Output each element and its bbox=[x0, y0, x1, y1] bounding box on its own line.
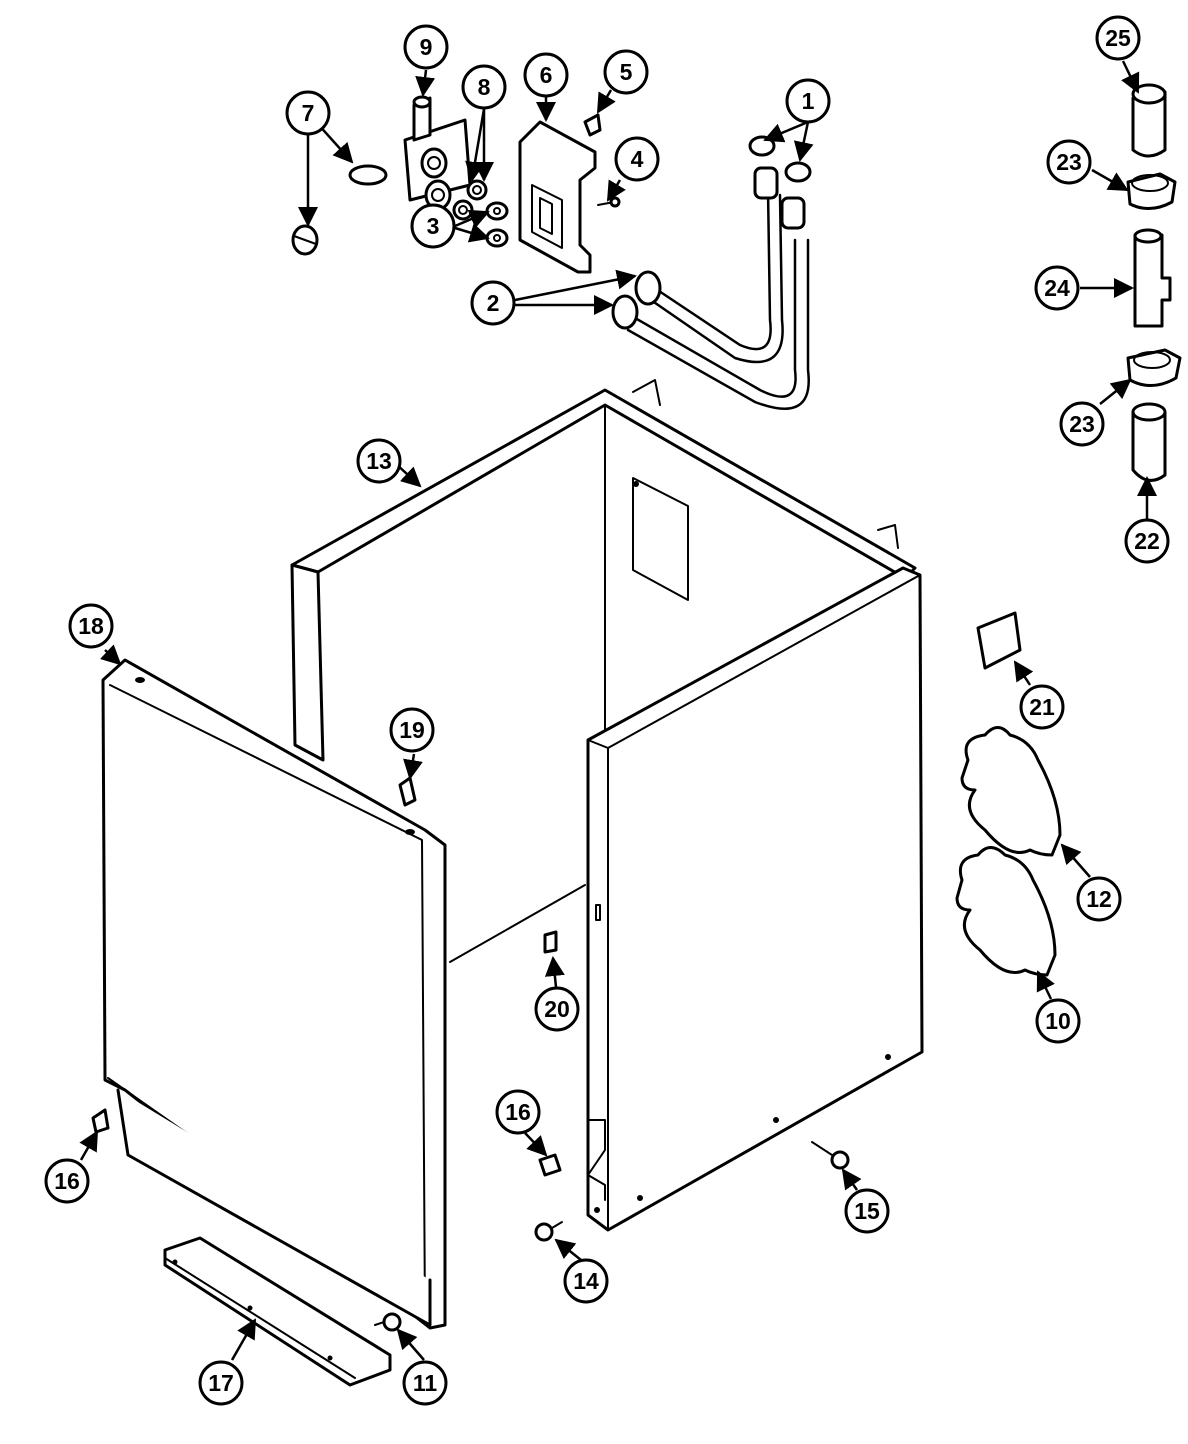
leader-lines bbox=[79, 60, 1157, 1361]
callout-label: 21 bbox=[1029, 694, 1055, 720]
callout-13: 13 bbox=[356, 438, 402, 484]
callout-24: 24 bbox=[1034, 265, 1080, 311]
callout-23b: 23 bbox=[1059, 401, 1105, 447]
callout-label: 20 bbox=[544, 996, 570, 1022]
callout-16a: 16 bbox=[44, 1158, 90, 1204]
callout-label: 23 bbox=[1056, 149, 1082, 175]
callout-23a: 23 bbox=[1046, 139, 1092, 185]
callout-label: 2 bbox=[487, 290, 500, 316]
callout-label: 15 bbox=[854, 1198, 880, 1224]
callout-label: 8 bbox=[478, 74, 491, 100]
callout-6: 6 bbox=[523, 52, 569, 98]
callout-label: 14 bbox=[573, 1268, 599, 1294]
callout-11: 11 bbox=[402, 1360, 448, 1406]
callout-17: 17 bbox=[198, 1360, 244, 1406]
callout-19: 19 bbox=[389, 707, 435, 753]
callout-label: 17 bbox=[208, 1370, 234, 1396]
hose-clamps bbox=[291, 164, 388, 256]
callout-3: 3 bbox=[410, 203, 456, 249]
callout-25: 25 bbox=[1095, 15, 1141, 61]
plugs bbox=[955, 726, 1062, 977]
water-valve bbox=[403, 95, 472, 211]
callout-label: 23 bbox=[1069, 411, 1095, 437]
callout-label: 16 bbox=[505, 1099, 531, 1125]
callout-15: 15 bbox=[844, 1188, 890, 1234]
fill-hoses bbox=[611, 135, 812, 410]
callout-21: 21 bbox=[1019, 684, 1065, 730]
callout-9: 9 bbox=[403, 24, 449, 70]
callout-label: 13 bbox=[366, 448, 392, 474]
callout-label: 9 bbox=[420, 34, 433, 60]
callout-5: 5 bbox=[603, 49, 649, 95]
callout-1: 1 bbox=[785, 78, 831, 124]
callout-label: 6 bbox=[540, 62, 553, 88]
callout-16b: 16 bbox=[495, 1089, 541, 1135]
cabinet bbox=[290, 379, 924, 1232]
washers bbox=[485, 201, 509, 248]
callout-7: 7 bbox=[285, 90, 331, 136]
callout-label: 22 bbox=[1134, 528, 1160, 554]
callout-label: 10 bbox=[1045, 1008, 1071, 1034]
toe-kick-bracket bbox=[163, 1236, 392, 1387]
callout-label: 25 bbox=[1105, 25, 1131, 51]
clips bbox=[91, 776, 562, 1177]
callout-label: 24 bbox=[1044, 275, 1070, 301]
callout-8: 8 bbox=[461, 64, 507, 110]
callout-label: 4 bbox=[631, 146, 644, 172]
callout-label: 7 bbox=[302, 100, 315, 126]
callout-2: 2 bbox=[470, 280, 516, 326]
callout-10: 10 bbox=[1035, 998, 1081, 1044]
callout-4: 4 bbox=[614, 136, 660, 182]
callout-14: 14 bbox=[563, 1258, 609, 1304]
callout-20: 20 bbox=[534, 986, 580, 1032]
callout-label: 12 bbox=[1086, 886, 1112, 912]
callout-label: 5 bbox=[620, 59, 633, 85]
callout-18: 18 bbox=[68, 603, 114, 649]
callout-label: 3 bbox=[427, 213, 440, 239]
callout-label: 1 bbox=[802, 88, 815, 114]
front-panel bbox=[101, 658, 447, 1330]
callout-12: 12 bbox=[1076, 876, 1122, 922]
fasteners bbox=[374, 1141, 850, 1332]
callout-label: 19 bbox=[399, 717, 425, 743]
callout-label: 18 bbox=[78, 613, 104, 639]
callout-label: 11 bbox=[413, 1370, 438, 1396]
valve-bracket bbox=[518, 120, 597, 274]
callout-22: 22 bbox=[1124, 518, 1170, 564]
hose-connectors bbox=[1126, 83, 1182, 482]
callout-label: 16 bbox=[54, 1168, 80, 1194]
pad bbox=[976, 611, 1022, 670]
